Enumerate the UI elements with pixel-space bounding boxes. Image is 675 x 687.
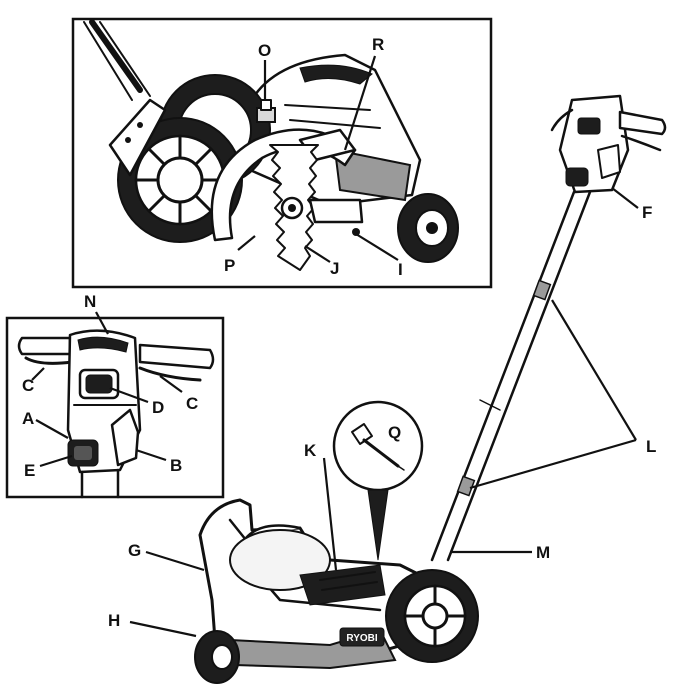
edger-main: RYOBI F L M K Q [108, 94, 667, 684]
callout-B: B [170, 456, 182, 475]
edger-blade [269, 144, 319, 271]
brand-badge: RYOBI [346, 633, 378, 644]
callout-J: J [330, 259, 339, 278]
main-handle [550, 94, 667, 194]
callout-F: F [642, 203, 652, 222]
callout-N: N [84, 292, 96, 311]
callout-P: P [224, 256, 235, 275]
callout-E: E [24, 461, 35, 480]
blade-guard [210, 128, 357, 242]
callout-A: A [22, 409, 34, 428]
blade-bolt [256, 99, 276, 123]
wrench-storage-detail [332, 400, 424, 561]
main-body: RYOBI [198, 498, 432, 670]
handle-detail-inset: N C C D A B E [5, 292, 225, 499]
main-rear-wheel [385, 569, 479, 663]
callout-R: R [372, 35, 384, 54]
callout-I: I [398, 260, 403, 279]
callout-L: L [646, 437, 656, 456]
callout-Q: Q [388, 423, 401, 442]
main-shaft [430, 190, 592, 562]
callout-C-left: C [22, 376, 34, 395]
handle-body [66, 329, 142, 474]
callout-H: H [108, 611, 120, 630]
callout-D: D [152, 398, 164, 417]
inset-small-wheel [397, 193, 459, 263]
callout-O: O [258, 41, 271, 60]
callout-C-right: C [186, 394, 198, 413]
callout-G: G [128, 541, 141, 560]
main-front-wheel [194, 630, 240, 684]
callout-M: M [536, 543, 550, 562]
callout-K: K [304, 441, 317, 460]
blade-detail-inset: O R P J I [71, 17, 493, 289]
